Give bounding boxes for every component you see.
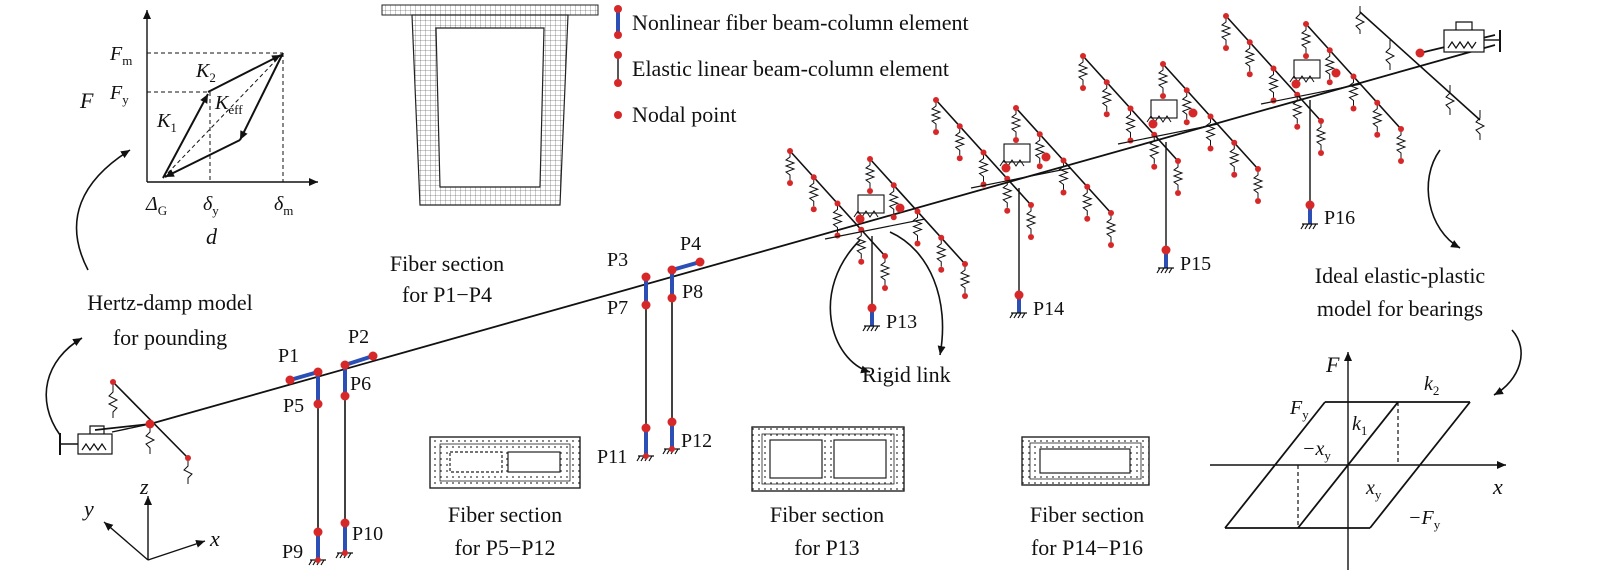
pier-labels: P1 P2 P3 P4 P5 P6 P7 P8 P9 P10 P11 P12 P… xyxy=(278,207,1355,563)
pier-label-p13: P13 xyxy=(886,311,917,333)
k1-label: K1 xyxy=(156,110,177,135)
unload-arrow xyxy=(239,52,284,141)
pier-label-p9: P9 xyxy=(282,541,303,563)
hertz-callout-arrow xyxy=(75,149,131,271)
pier-label-p14: P14 xyxy=(1033,298,1064,320)
fm-label: Fm xyxy=(109,43,132,68)
keff-line xyxy=(162,52,284,179)
hertz-graph: Fm Fy F K2 Keff K1 ΔG δy δm d xyxy=(79,10,318,249)
hertz-d-axis-label: d xyxy=(206,224,218,249)
pier-label-p10: P10 xyxy=(352,523,383,545)
left-damper-box xyxy=(77,433,113,455)
pier-label-p2: P2 xyxy=(348,326,369,348)
bearing-neg-xy-label: −xy xyxy=(1302,438,1331,463)
fiber-p1p4-line1: Fiber section xyxy=(390,251,504,276)
fiber-p1p4-line2: for P1−P4 xyxy=(402,282,492,307)
fy-label: Fy xyxy=(109,82,129,107)
pier-label-p1: P1 xyxy=(278,345,299,367)
fiber-p14p16-line1: Fiber section xyxy=(1030,502,1144,527)
piers xyxy=(289,100,1318,566)
legend-fiber-label: Nonlinear fiber beam-column element xyxy=(632,10,969,35)
fiber-p5p12-line2: for P5−P12 xyxy=(454,535,555,560)
dg-label: ΔG xyxy=(145,193,167,218)
bridge-deck xyxy=(94,34,1496,431)
pier-label-p4: P4 xyxy=(680,233,701,255)
legend-node-label: Nodal point xyxy=(632,102,737,127)
pier-label-p7: P7 xyxy=(607,297,628,319)
axis-x-label: x xyxy=(209,526,220,551)
pier-label-p16: P16 xyxy=(1324,207,1355,229)
section-p13 xyxy=(751,426,905,492)
return-arrow xyxy=(164,139,241,178)
k2-arrow xyxy=(207,54,282,93)
bearing-label-line2: model for bearings xyxy=(1317,296,1483,321)
rigid-link-arrow-left xyxy=(829,239,871,374)
bearing-graph: F x Fy k1 k2 −xy xy −Fy xyxy=(1210,352,1506,570)
axis-z-label: z xyxy=(139,474,149,499)
hertz-f-axis-label: F xyxy=(79,88,94,113)
pier-label-p11: P11 xyxy=(597,446,627,468)
pounding-callout-arrow xyxy=(45,337,83,436)
keff-label: Keff xyxy=(214,92,243,117)
pier-label-p15: P15 xyxy=(1180,253,1211,275)
bearing-fy-label: Fy xyxy=(1289,397,1309,422)
bearing-f-label: F xyxy=(1325,352,1340,377)
right-damper-box xyxy=(1443,29,1485,53)
fiber-p5p12-line1: Fiber section xyxy=(448,502,562,527)
pier-label-p8: P8 xyxy=(682,281,703,303)
bearing-graph-arrow xyxy=(1493,329,1522,396)
k1-arrow xyxy=(162,93,209,179)
fiber-p13-line2: for P13 xyxy=(794,535,859,560)
left-abutment xyxy=(59,379,193,484)
legend-node-swatch xyxy=(614,111,622,119)
section-p14-p16 xyxy=(1021,436,1150,486)
rigid-link-label: Rigid link xyxy=(862,362,951,387)
section-p5-p12 xyxy=(429,436,581,489)
legend: Nonlinear fiber beam-column element Elas… xyxy=(614,5,969,127)
dy-label: δy xyxy=(203,193,219,218)
hertz-label-line1: Hertz-damp model xyxy=(87,290,253,315)
pier-label-p5: P5 xyxy=(283,395,304,417)
bearing-x-label: x xyxy=(1492,474,1503,499)
k2-label: K2 xyxy=(195,60,216,85)
axis-y-label: y xyxy=(82,496,94,521)
rigid-link-arrow-right xyxy=(889,231,946,356)
box-girder-section xyxy=(381,4,599,206)
bearing-label-line1: Ideal elastic-plastic xyxy=(1315,263,1486,288)
bearing-cross-beams xyxy=(784,13,1407,299)
pier-label-p6: P6 xyxy=(350,373,371,395)
legend-elastic-label: Elastic linear beam-column element xyxy=(632,56,949,81)
pier-label-p3: P3 xyxy=(607,249,628,271)
dm-label: δm xyxy=(274,193,293,218)
bearing-callout-arrow xyxy=(1427,149,1461,249)
hertz-label-line2: for pounding xyxy=(113,325,227,350)
fiber-p14p16-line2: for P14−P16 xyxy=(1031,535,1143,560)
bearing-k1-label: k1 xyxy=(1352,413,1367,438)
right-abutment xyxy=(1355,6,1501,140)
bearing-neg-fy-label: −Fy xyxy=(1408,507,1441,532)
bearing-k2-label: k2 xyxy=(1424,373,1439,398)
fiber-p13-line1: Fiber section xyxy=(770,502,884,527)
pier-nodes xyxy=(285,200,1315,563)
bearing-xy-label: xy xyxy=(1365,477,1382,502)
coordinate-axes: z x y xyxy=(82,474,220,561)
pier-label-p12: P12 xyxy=(681,430,712,452)
